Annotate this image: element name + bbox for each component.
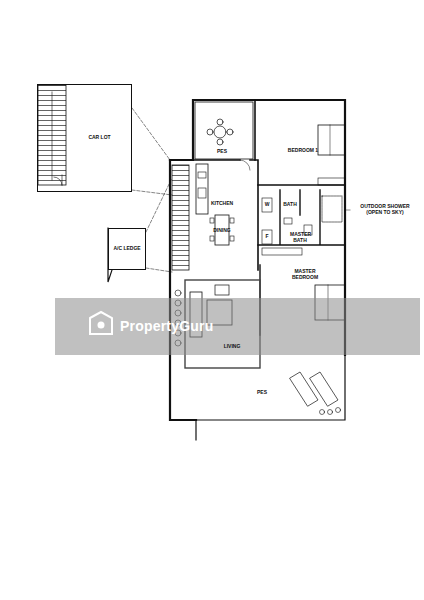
room-label: PES: [257, 390, 267, 396]
door-line: [195, 420, 196, 440]
staircase: [38, 85, 66, 185]
room-label: KITCHEN: [211, 201, 233, 207]
door-swing: [240, 160, 250, 170]
washer: [262, 198, 272, 212]
ac-ledge-box: A/C LEDGE: [108, 228, 146, 270]
room-label: MASTER BEDROOM: [290, 269, 320, 281]
basin: [284, 218, 292, 224]
room-label: MASTER BATH: [290, 232, 310, 244]
room-label: F: [265, 234, 268, 240]
bed-line: [330, 125, 331, 155]
outdoor-shower: [322, 196, 342, 222]
wardrobe: [318, 178, 345, 185]
outer-wall: [170, 160, 196, 420]
stair-rail: [52, 92, 53, 180]
room-label: BATH: [283, 202, 297, 208]
outdoor-table: [207, 119, 233, 145]
room-label: CAR LOT: [88, 135, 110, 141]
leader-line: [345, 210, 350, 211]
watermark-logo: [98, 322, 105, 329]
room-label: W: [265, 202, 270, 208]
inner-wall: [258, 190, 345, 245]
room-label: LIVING: [224, 344, 241, 350]
staircase: [172, 165, 189, 270]
room-label: DINING: [213, 228, 231, 234]
watermark-text: PropertyGuru: [120, 318, 213, 334]
planter: [320, 408, 341, 415]
pes-area: [195, 102, 253, 159]
hob: [198, 188, 206, 198]
dining-chair: [210, 218, 234, 241]
room-label: OUTDOOR SHOWER (OPEN TO SKY): [355, 204, 415, 216]
room-label: PES: [217, 149, 227, 155]
room-label: BEDROOM 1: [288, 148, 318, 154]
room-label: A/C LEDGE: [113, 246, 140, 252]
wardrobe: [262, 248, 302, 255]
bed: [318, 125, 345, 155]
kitchen-counter: [196, 164, 208, 214]
inner-wall: [255, 100, 345, 185]
fridge: [262, 230, 272, 244]
sun-lounger: [290, 372, 338, 406]
armchair: [215, 285, 229, 295]
inner-wall: [193, 160, 258, 270]
sink: [198, 172, 206, 178]
watermark-logo: [90, 312, 112, 334]
car-lot-box: CAR LOT: [37, 84, 132, 192]
door-swing: [54, 175, 62, 185]
watermark-band: [55, 298, 420, 355]
